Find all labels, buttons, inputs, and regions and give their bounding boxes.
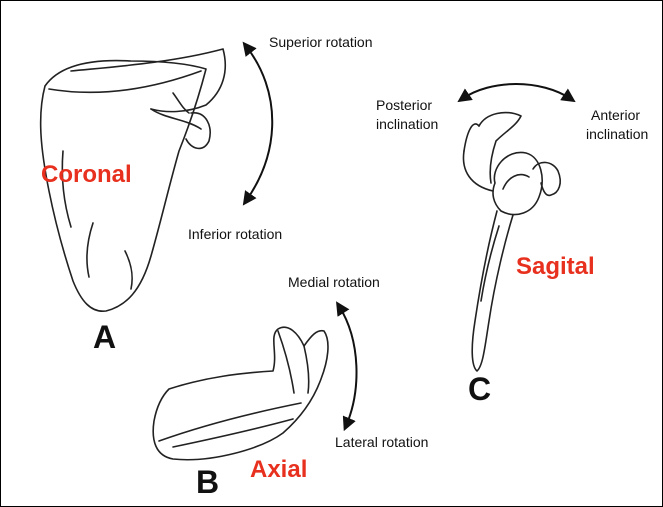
coronal-plane-label: Coronal — [41, 161, 132, 189]
axial-rotation-arrow — [339, 306, 356, 426]
sagittal-inclination-arrow — [462, 84, 571, 99]
scapula-sagittal-drawing — [463, 113, 560, 371]
posterior-inclination-label-line1: Posterior — [376, 97, 432, 115]
lateral-rotation-label: Lateral rotation — [335, 434, 428, 452]
superior-rotation-label: Superior rotation — [269, 34, 373, 52]
sagittal-plane-label: Sagital — [516, 253, 595, 281]
coronal-rotation-arrow — [246, 46, 272, 201]
view-letter-c: C — [468, 371, 491, 408]
view-letter-b: B — [196, 464, 219, 501]
view-letter-a: A — [93, 319, 116, 356]
inferior-rotation-label: Inferior rotation — [188, 226, 282, 244]
medial-rotation-label: Medial rotation — [288, 274, 380, 292]
anterior-inclination-label-line1: Anterior — [591, 107, 640, 125]
anterior-inclination-label-line2: inclination — [586, 126, 648, 144]
axial-plane-label: Axial — [250, 456, 307, 484]
scapula-axial-drawing — [153, 327, 328, 459]
posterior-inclination-label-line2: inclination — [376, 116, 438, 134]
